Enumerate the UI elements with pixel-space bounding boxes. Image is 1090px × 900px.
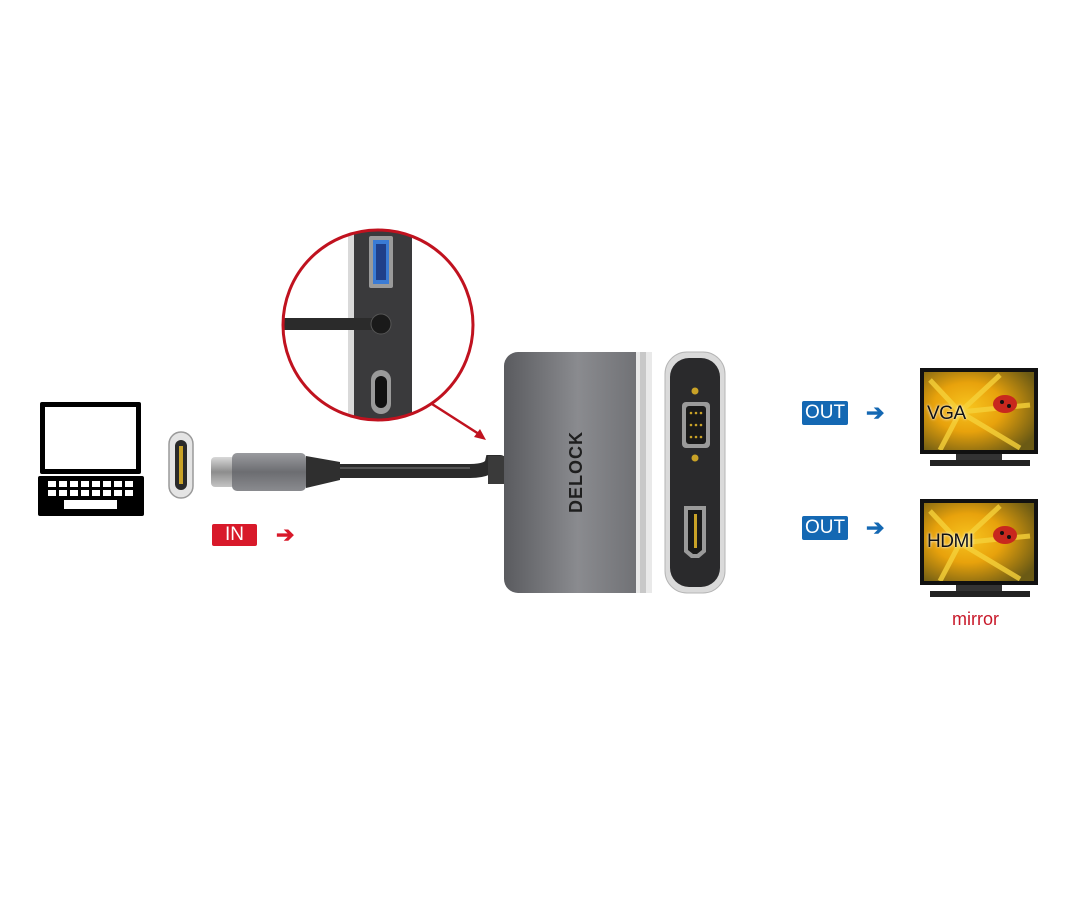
usb-c-port-icon [371,370,391,414]
monitor-label-vga: VGA [927,403,966,424]
monitor-icon [920,368,1038,466]
brand-logo-text: DELOCK [566,431,586,513]
vga-port-icon [682,387,710,462]
usb-c-port-icon [168,431,194,499]
arrow-right-icon: ➔ [866,515,885,540]
adapter-housing [504,352,652,593]
monitor-icon [920,499,1038,597]
arrow-right-icon: ➔ [866,400,885,425]
output-badge-hdmi: OUT [802,516,848,540]
laptop-icon [38,402,144,516]
callout-zoom [281,228,486,440]
usb-c-plug-icon [211,453,340,491]
brand-logo: DELOCK [566,431,586,513]
output-badge-vga: OUT [802,401,848,425]
usb-c-cable [333,455,507,484]
usb-a-port-icon [369,236,393,288]
monitor-label-hdmi: HDMI [927,531,974,552]
hdmi-port-icon [684,506,706,558]
arrow-right-icon: ➔ [276,522,295,547]
input-badge: IN [212,524,257,546]
mirror-mode-label: mirror [952,609,999,629]
